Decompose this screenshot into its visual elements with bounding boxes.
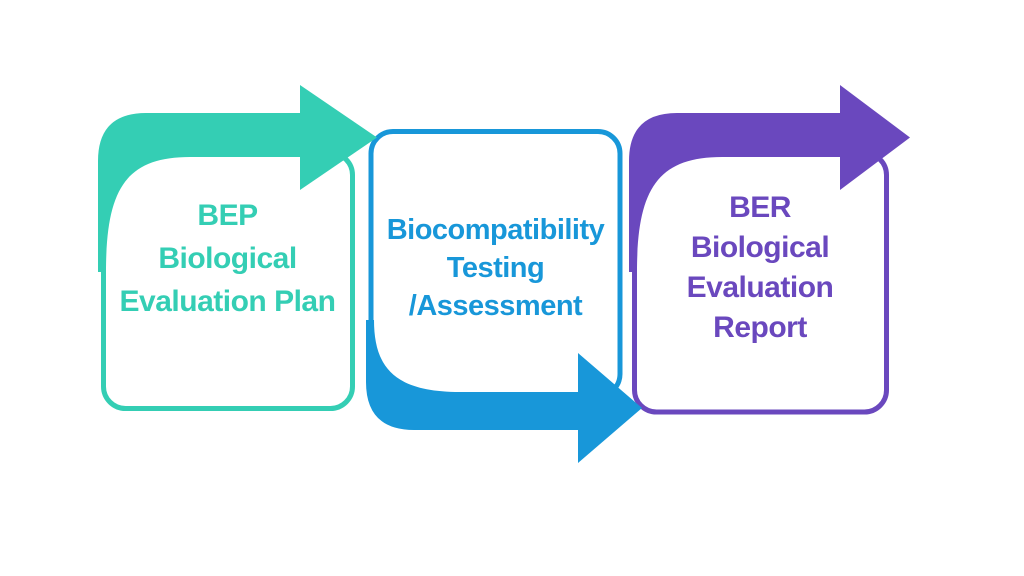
ber-curved-arrow-icon <box>629 85 910 272</box>
label-line: Evaluation Plan <box>119 285 336 318</box>
step-testing-shape <box>366 129 642 463</box>
biocompatibility-testing-label: Biocompatibility Testing /Assessment <box>371 211 620 325</box>
label-line: Evaluation <box>686 271 834 304</box>
label-line: Testing <box>446 252 545 284</box>
label-line: /Assessment <box>408 290 583 322</box>
label-line: Biological <box>690 231 830 264</box>
bep-curved-arrow-icon <box>98 85 377 272</box>
label-line: BER <box>729 191 791 224</box>
ber-label: BER Biological Evaluation Report <box>634 188 886 348</box>
bep-label: BEP Biological Evaluation Plan <box>103 194 352 323</box>
step-ber-shape <box>629 85 910 415</box>
label-line: BEP <box>197 199 258 232</box>
step-bep-shape <box>98 85 377 411</box>
label-line: Report <box>713 311 807 344</box>
label-line: Biocompatibility <box>386 214 605 246</box>
testing-curved-arrow-icon <box>366 320 642 463</box>
label-line: Biological <box>158 242 297 275</box>
